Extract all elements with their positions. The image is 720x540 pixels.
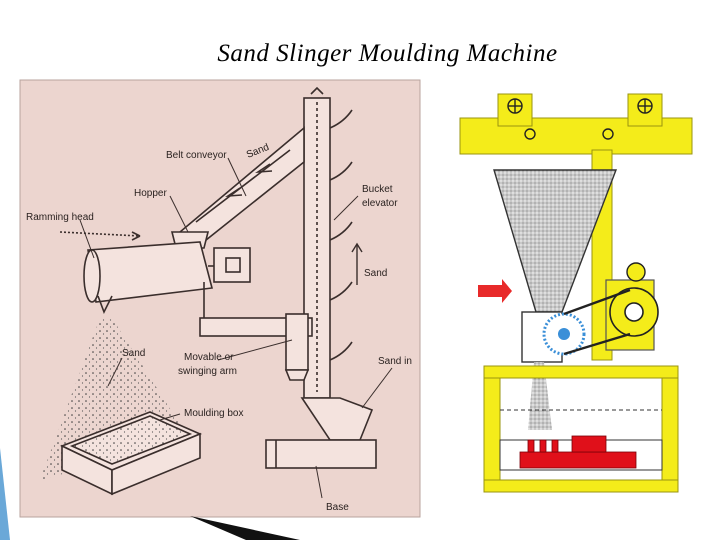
slinger-motor (605, 262, 659, 351)
label-belt-conveyor: Belt conveyor (166, 150, 227, 161)
label-hopper: Hopper (134, 188, 167, 199)
moulding-flask (483, 365, 679, 493)
bucket-elevator (303, 86, 353, 399)
sand-up-arrow (351, 242, 363, 285)
feed-arrow-icon (478, 279, 512, 303)
label-bucket: Bucket (362, 184, 393, 195)
label-movable-or: Movable or (184, 352, 234, 363)
red-pattern (519, 435, 637, 469)
label-ramming-head: Ramming head (26, 212, 94, 223)
label-sand-mid: Sand (364, 268, 387, 279)
motor (208, 247, 251, 283)
label-elevator: elevator (362, 198, 398, 209)
slinger-cross-section (459, 93, 693, 493)
hanger-bolts (507, 98, 653, 140)
sand-slinger-schematic: Belt conveyor Sand Hopper Ramming head B… (19, 79, 421, 518)
sand-stream (528, 362, 552, 430)
label-moulding-box: Moulding box (184, 408, 243, 419)
impeller-hub (558, 328, 570, 340)
drive-belt (563, 288, 631, 356)
label-base: Base (326, 502, 349, 513)
swinging-arm (199, 282, 313, 381)
label-swinging-arm: swinging arm (178, 366, 237, 377)
slide-title: Sand Slinger Moulding Machine (217, 40, 558, 67)
moulding-box (59, 411, 203, 496)
slide-corner-decoration (0, 448, 300, 540)
label-sand-left: Sand (122, 348, 145, 359)
label-leaders (79, 157, 393, 499)
label-sand-in: Sand in (378, 356, 412, 367)
ramming-head (59, 231, 214, 314)
elevator-base (265, 397, 377, 469)
